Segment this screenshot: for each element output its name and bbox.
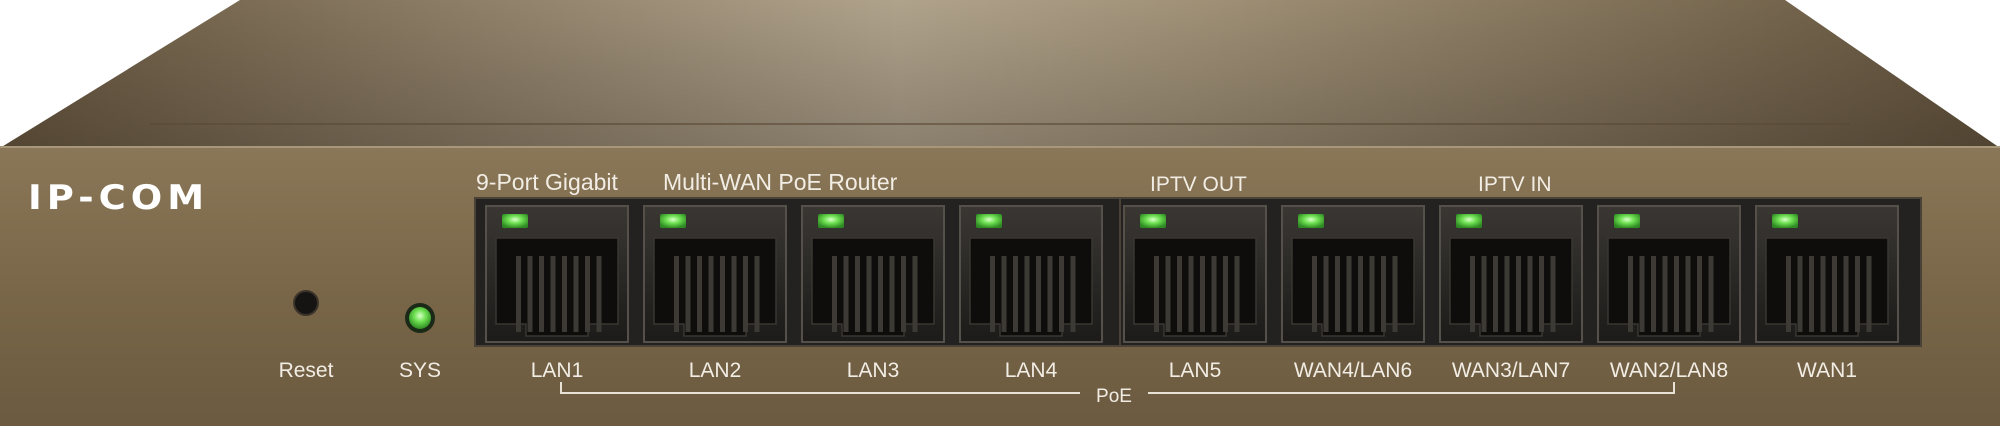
- poe-label: PoE: [1096, 386, 1132, 407]
- brand-logo: IP-COM: [28, 177, 210, 218]
- ethernet-port[interactable]: [1281, 205, 1425, 343]
- port-label: LAN2: [688, 359, 742, 382]
- ethernet-port[interactable]: [1597, 205, 1741, 343]
- port-label: WAN4/LAN6: [1293, 359, 1413, 382]
- port-link-led: [1298, 214, 1324, 228]
- sys-led: [409, 307, 431, 329]
- port-label: LAN3: [846, 359, 900, 382]
- port-link-led: [976, 214, 1002, 228]
- port-link-led: [660, 214, 686, 228]
- ethernet-port[interactable]: [1439, 205, 1583, 343]
- ethernet-port[interactable]: [1755, 205, 1899, 343]
- poe-bracket: [560, 382, 1675, 394]
- ethernet-port[interactable]: [1123, 205, 1267, 343]
- model-text-left: 9-Port Gigabit: [476, 169, 618, 195]
- port-link-led: [1456, 214, 1482, 228]
- ethernet-port[interactable]: [801, 205, 945, 343]
- port-label: WAN3/LAN7: [1451, 359, 1571, 382]
- port-link-led: [1140, 214, 1166, 228]
- port-link-led: [502, 214, 528, 228]
- reset-label: Reset: [278, 359, 334, 382]
- port-link-led: [1614, 214, 1640, 228]
- iptv-out-label: IPTV OUT: [1150, 173, 1247, 196]
- ethernet-port[interactable]: [959, 205, 1103, 343]
- iptv-in-label: IPTV IN: [1478, 173, 1552, 196]
- port-label: LAN5: [1168, 359, 1222, 382]
- port-label: WAN1: [1797, 359, 1857, 382]
- port-label: LAN1: [530, 359, 584, 382]
- port-link-led: [1772, 214, 1798, 228]
- port-label: LAN4: [1004, 359, 1058, 382]
- reset-button[interactable]: [293, 290, 319, 316]
- port-label: WAN2/LAN8: [1609, 359, 1729, 382]
- ethernet-port[interactable]: [643, 205, 787, 343]
- model-text-right: Multi-WAN PoE Router: [663, 169, 898, 195]
- ethernet-port[interactable]: [485, 205, 629, 343]
- sys-label: SYS: [398, 359, 442, 382]
- port-link-led: [818, 214, 844, 228]
